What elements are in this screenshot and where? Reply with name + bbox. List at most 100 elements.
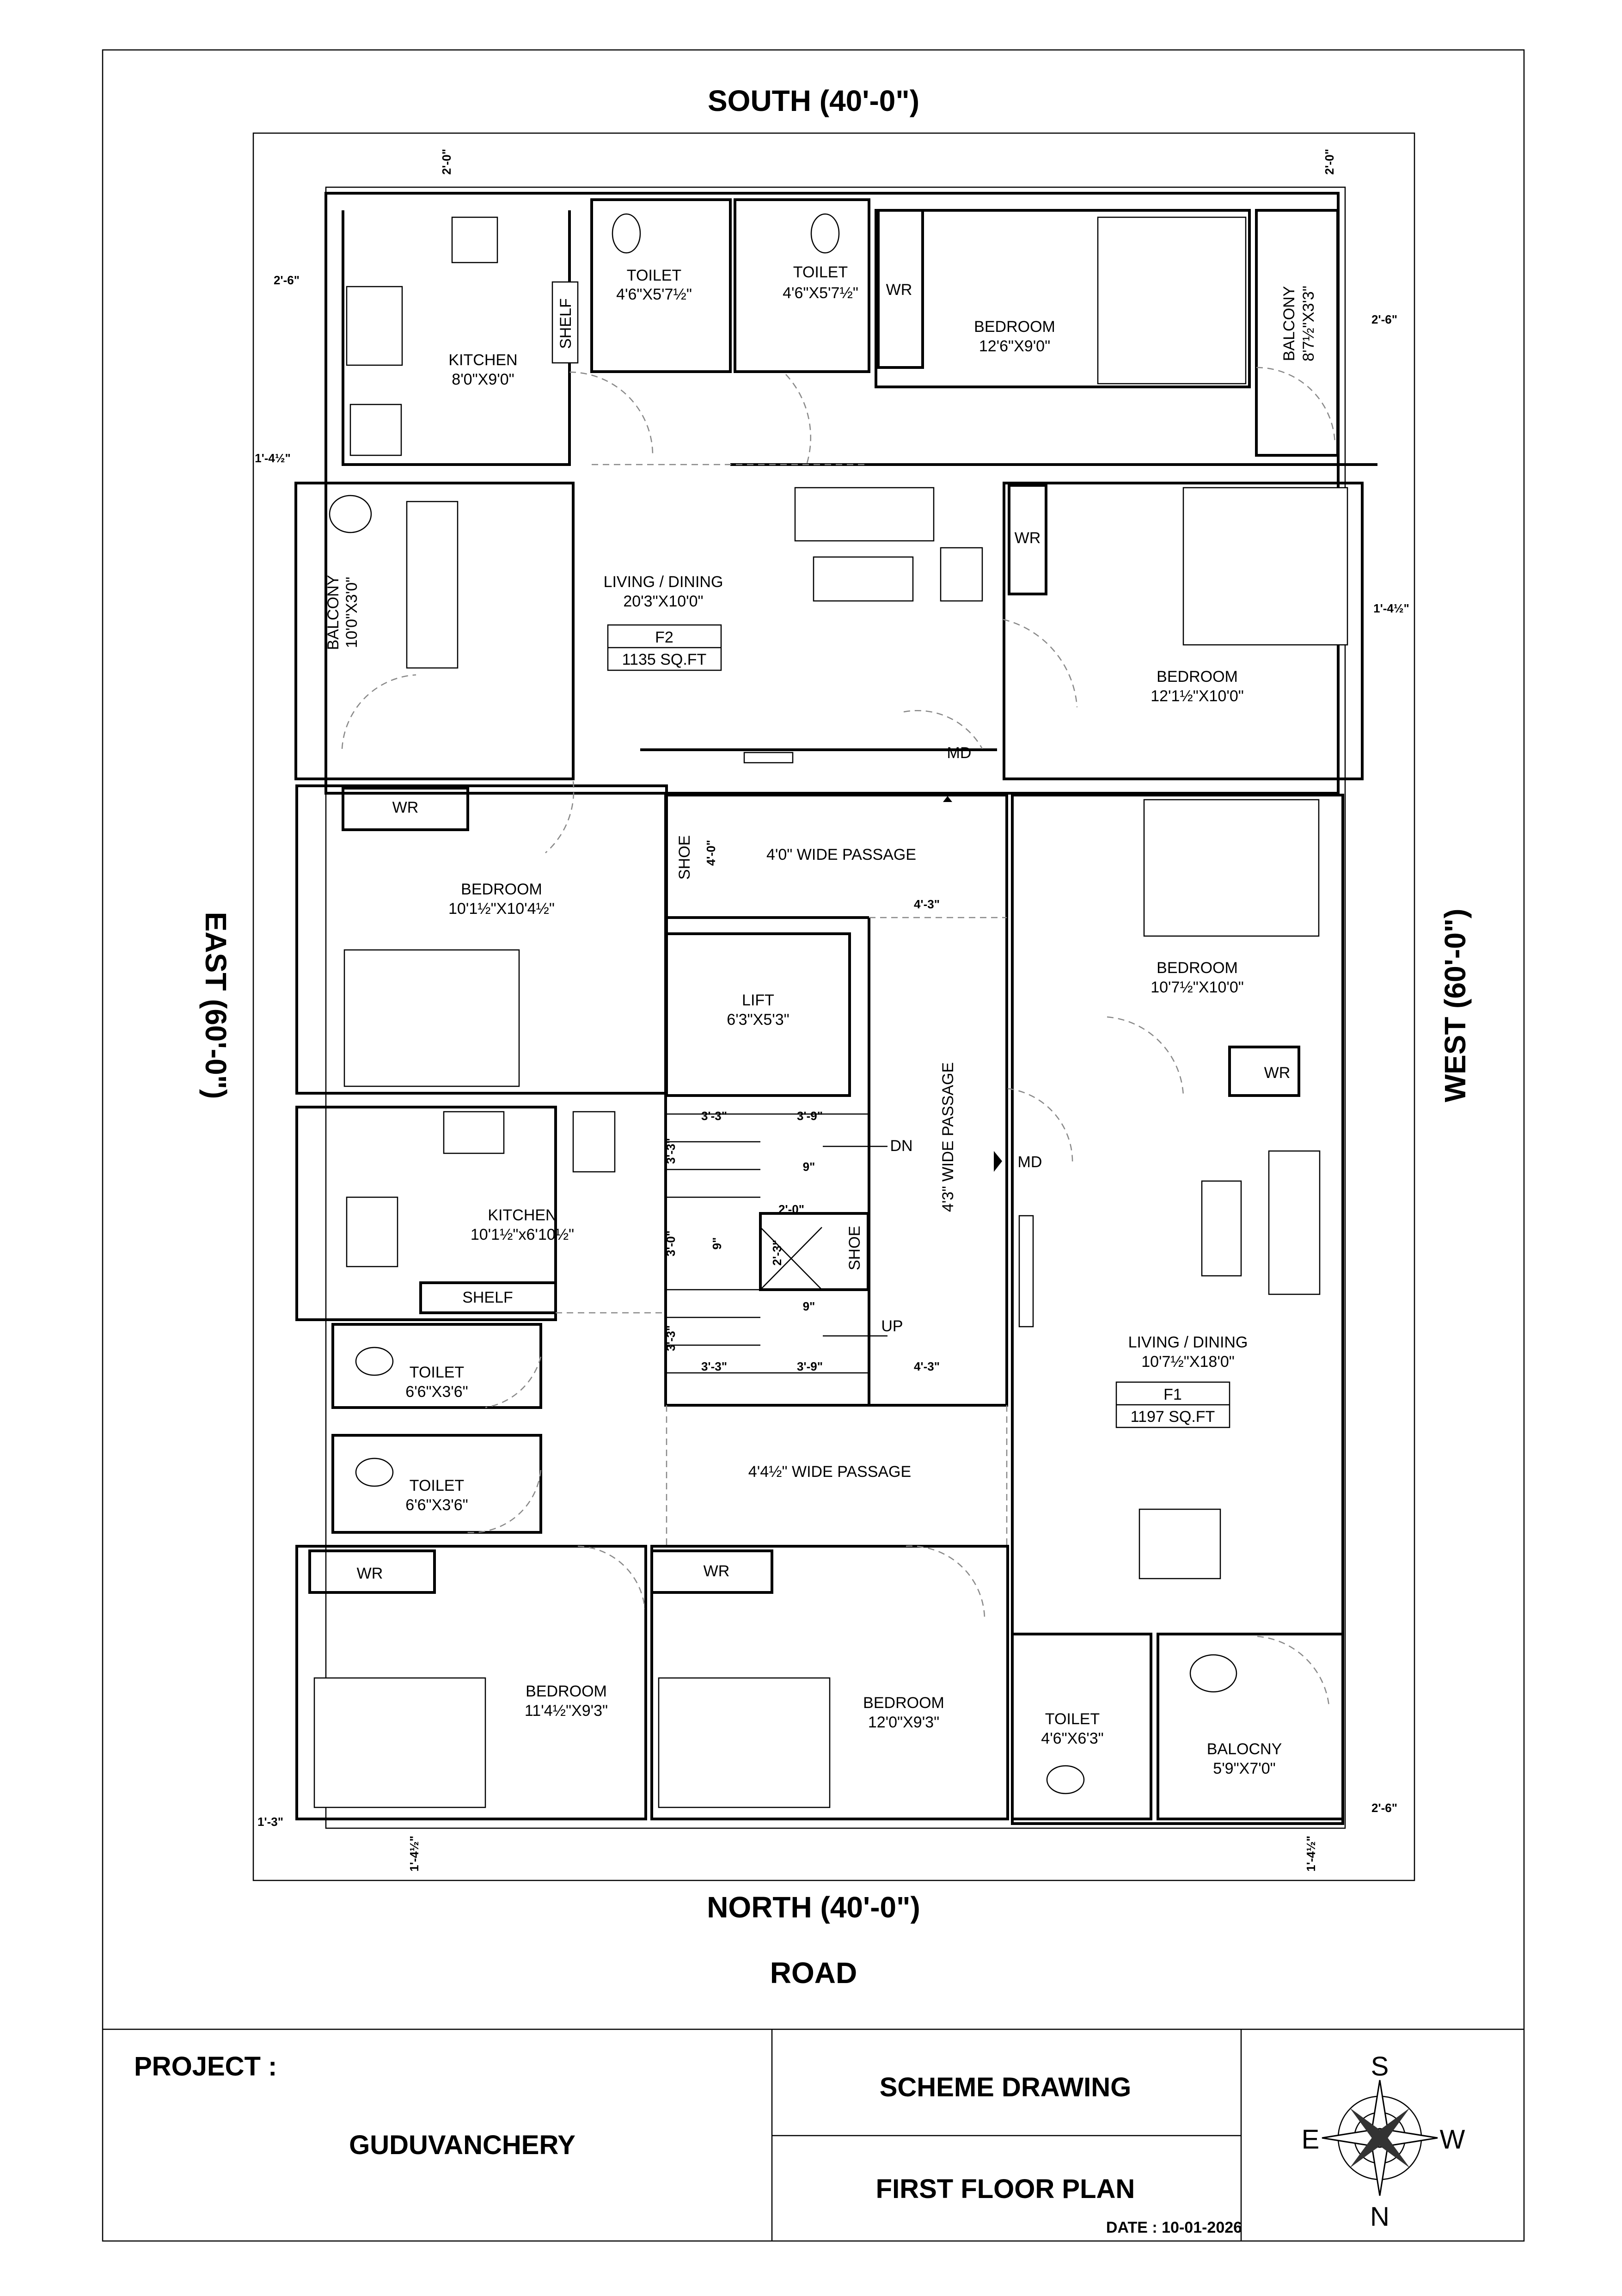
dn-label: DN (890, 1137, 912, 1155)
dining-table-icon (1138, 1508, 1221, 1580)
toilet-br-name: TOILET (1045, 1710, 1100, 1728)
lift-size: 6'3"X5'3" (727, 1011, 789, 1029)
wc-icon (1189, 1654, 1237, 1693)
toilet-br-size: 4'6"X6'3" (1041, 1730, 1103, 1747)
passage-vertical: 4'3" WIDE PASSAGE (939, 1062, 957, 1212)
dim-s8: 2'-3" (770, 1240, 784, 1266)
fixtures (313, 213, 1348, 1808)
walls-f1 (295, 784, 1344, 1825)
dim-left1: 2'-6" (274, 273, 300, 287)
up-label: UP (881, 1317, 903, 1335)
wc-icon (810, 213, 840, 254)
dim-s4: 9" (803, 1160, 815, 1174)
sofa-icon (794, 487, 935, 542)
bedroom-left-mid-size: 10'1½"X10'4½" (448, 900, 555, 918)
lift-name: LIFT (742, 992, 774, 1009)
stove-icon (346, 1196, 398, 1267)
bedroom-right-top-size: 12'1½"X10'0" (1151, 687, 1244, 705)
table-icon (1201, 1180, 1242, 1277)
dim-bot-left: 1'-3" (257, 1815, 283, 1829)
dim-s5: 2'-0" (778, 1202, 804, 1216)
toilet-left2-name: TOILET (410, 1477, 464, 1494)
toilet-top1-size: 4'6"X5'7½" (616, 286, 692, 303)
f2-unit: F2 (655, 629, 673, 646)
dim-top-left: 2'-0" (440, 149, 453, 175)
bedroom-left-mid-name: BEDROOM (461, 881, 542, 898)
dim-s1: 3'-3" (701, 1109, 727, 1123)
wr-top: WR (886, 281, 912, 299)
toilet-top2-name: TOILET (793, 263, 848, 281)
kitchen-top-name: KITCHEN (448, 351, 517, 369)
toilet-left1-size: 6'6"X3'6" (405, 1383, 468, 1401)
shelf-left: SHELF (462, 1289, 513, 1306)
shoe-mid: SHOE (846, 1226, 863, 1270)
toilet-top1-name: TOILET (627, 267, 681, 284)
balcony-left-name: BALCONY (324, 575, 342, 650)
balcony-br-name: BALOCNY (1207, 1740, 1282, 1758)
dimension-labels: 2'-0" 2'-0" 2'-6" 2'-6" 1'-4½" 1'-4½" 4'… (255, 149, 1409, 1872)
dim-bot-m1: 1'-4½" (407, 1836, 421, 1872)
wr-bm: WR (704, 1562, 730, 1580)
setback-line (325, 186, 1346, 1829)
wc-icon (612, 213, 641, 254)
bedroom-bm-name: BEDROOM (863, 1694, 944, 1712)
dim-s6: 3'-0" (664, 1231, 678, 1256)
wc-icon (329, 495, 372, 533)
sheet-border (102, 49, 1525, 2242)
west-label: WEST (60'-0") (1438, 909, 1472, 1102)
balcony-left-size: 10'0"X3'0" (343, 577, 361, 648)
dim-s13: 4'-3" (914, 1359, 940, 1373)
dim-s3: 3'-3" (664, 1138, 678, 1164)
living-f1-size: 10'7½"X18'0" (1141, 1353, 1235, 1371)
east-label: EAST (60'-0") (199, 912, 233, 1099)
dim-s12: 3'-9" (797, 1359, 823, 1373)
md-mid: MD (1018, 1153, 1042, 1171)
bedroom-bl-name: BEDROOM (526, 1683, 607, 1700)
drawing-type: SCHEME DRAWING (880, 2072, 1132, 2102)
bedroom-bl-size: 11'4½"X9'3" (525, 1702, 608, 1720)
main-door-arrow-icon (943, 796, 952, 802)
wc-icon (355, 1347, 394, 1376)
kitchen-left-name: KITCHEN (488, 1206, 557, 1224)
bed-icon (1182, 487, 1348, 646)
f1-area: 1197 SQ.FT (1131, 1408, 1215, 1426)
wr-bl: WR (357, 1565, 383, 1582)
f1-unit: F1 (1163, 1386, 1182, 1403)
passage-bottom: 4'4½" WIDE PASSAGE (748, 1463, 911, 1481)
plot-boundary (252, 132, 1415, 1881)
balcony-top-name: BALCONY (1280, 286, 1298, 361)
dim-bot-right: 2'-6" (1371, 1801, 1397, 1815)
dim-s9: 9" (803, 1299, 815, 1313)
bed-icon (658, 1677, 831, 1808)
dim-pass1: 4'-3" (914, 897, 940, 911)
compass-e: E (1302, 2125, 1320, 2155)
dim-s10: 3'-3" (664, 1325, 678, 1351)
dim-bot-m2: 1'-4½" (1304, 1836, 1318, 1872)
wc-icon (1046, 1765, 1085, 1794)
bed-icon (343, 949, 520, 1087)
compass-n: N (1370, 2202, 1389, 2232)
bedroom-right-mid-size: 10'7½"X10'0" (1151, 979, 1244, 996)
dim-s11: 3'-3" (701, 1359, 727, 1373)
staircase (666, 1113, 888, 1374)
drawing-date: DATE : 10-01-2026 (1106, 2219, 1242, 2236)
project-label: PROJECT : (134, 2051, 277, 2082)
drawing-name: FIRST FLOOR PLAN (876, 2174, 1135, 2204)
compass-s: S (1371, 2051, 1389, 2082)
kitchen-left-size: 10'1½"x6'10½" (471, 1226, 574, 1243)
table-icon (813, 556, 914, 602)
toilet-left1-name: TOILET (410, 1364, 464, 1381)
dim-top-right: 2'-0" (1322, 149, 1336, 175)
wr-right-top: WR (1015, 529, 1041, 547)
title-block: PROJECT : GUDUVANCHERY SCHEME DRAWING FI… (103, 2028, 1524, 2241)
dim-left2: 1'-4½" (255, 451, 291, 465)
dim-right1: 2'-6" (1371, 312, 1397, 326)
dining-table-icon (406, 501, 459, 669)
sofa-icon (1268, 1150, 1321, 1295)
kitchen-top-size: 8'0"X9'0" (452, 371, 514, 388)
f2-area: 1135 SQ.FT (622, 651, 707, 668)
balcony-top-size: 8'7½"X3'3" (1300, 286, 1317, 361)
bedroom-top-name: BEDROOM (974, 318, 1055, 336)
wc-icon (355, 1457, 394, 1487)
